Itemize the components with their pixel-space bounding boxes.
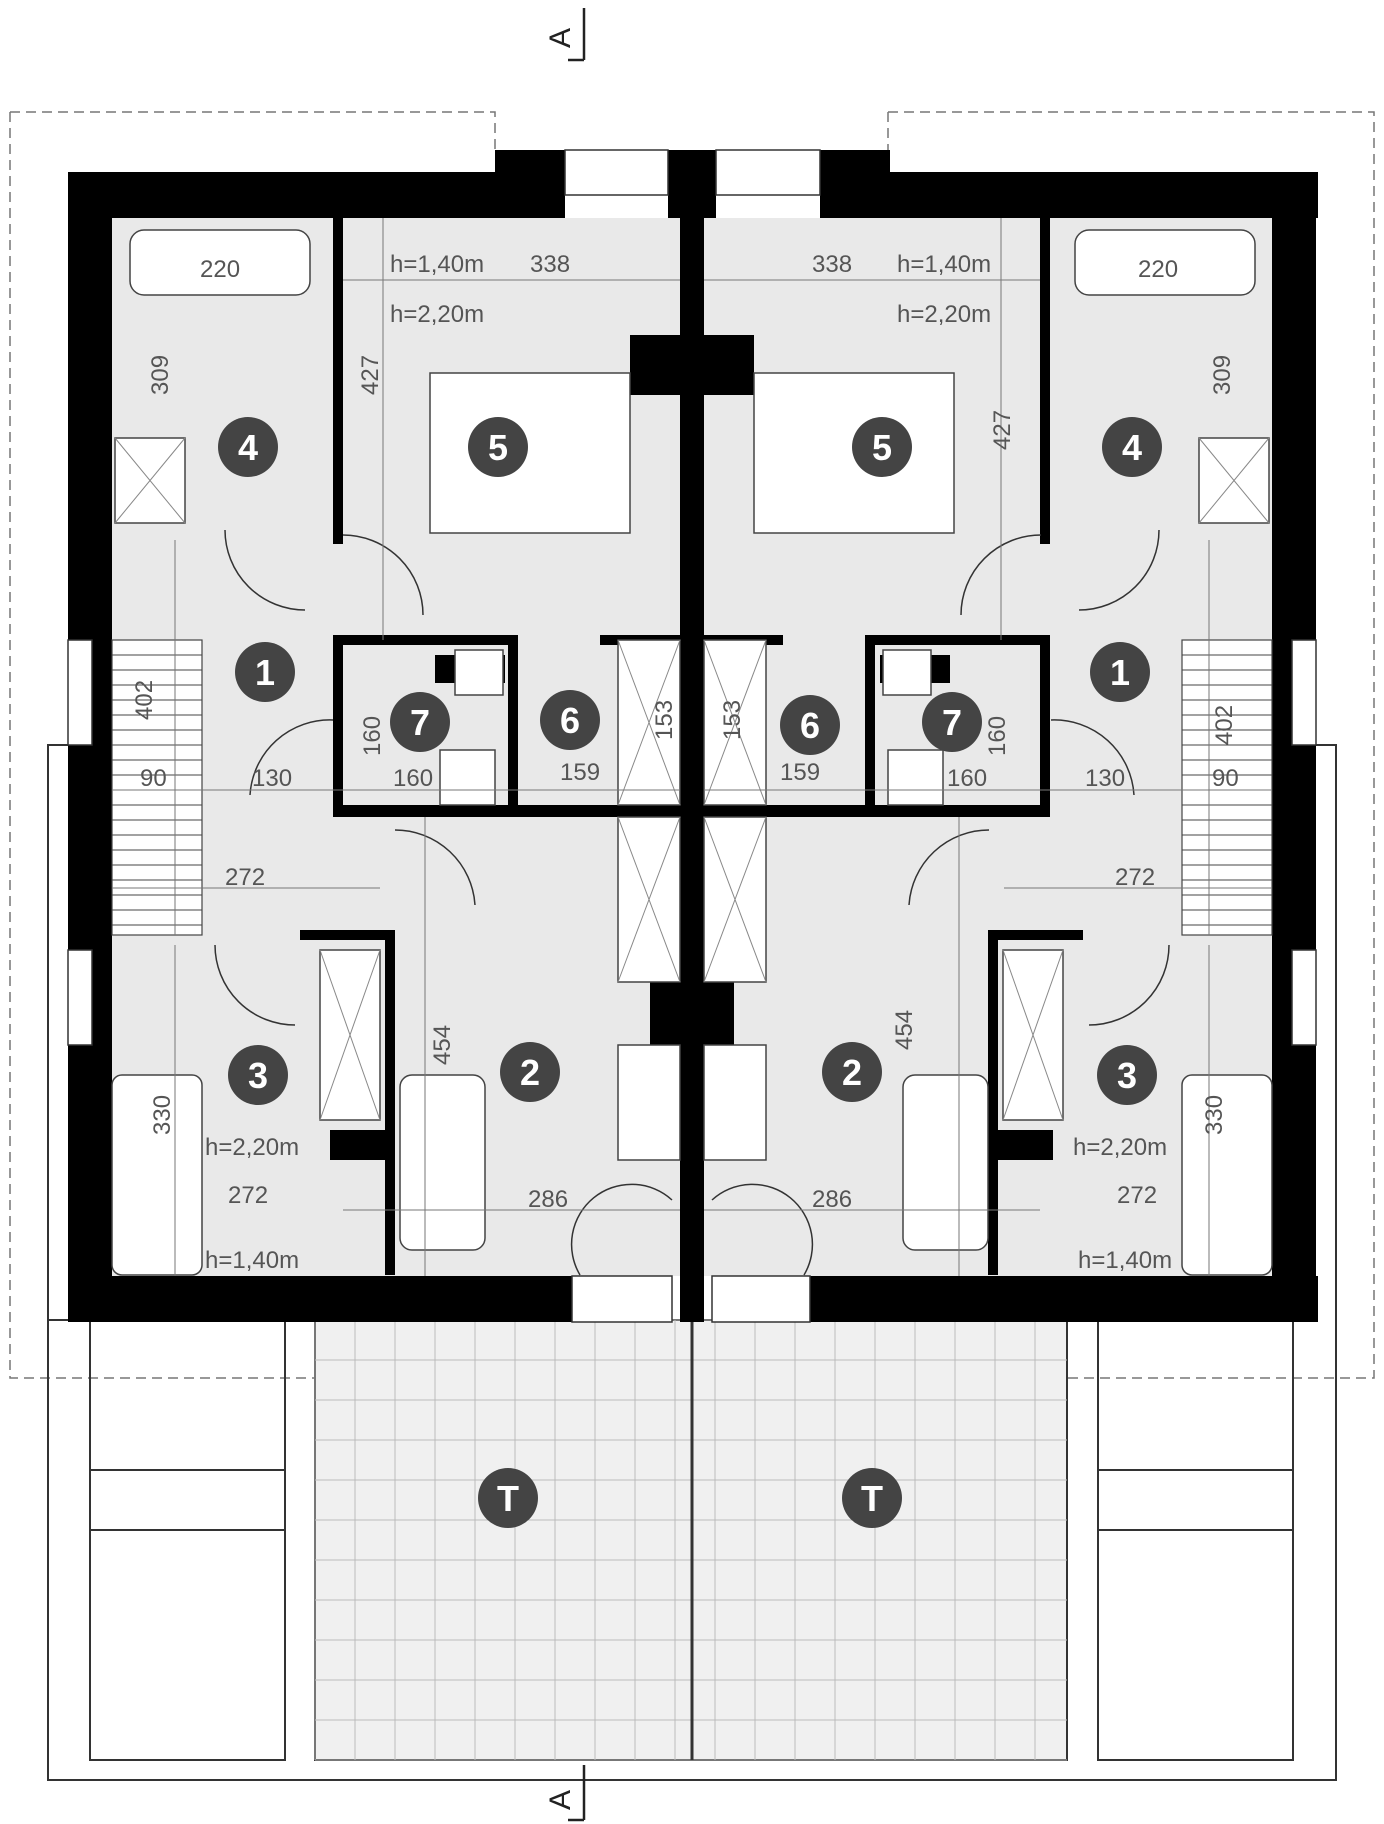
svg-text:5: 5	[488, 427, 508, 468]
dim-160-left: 160	[359, 716, 386, 756]
stairs	[111, 639, 1273, 936]
room-label-5-right: 5	[852, 417, 912, 477]
section-label-bottom: A	[544, 1790, 577, 1810]
room-label-1-left: 1	[235, 642, 295, 702]
dim-h140-left: h=1,40m	[390, 251, 484, 278]
section-marker-top: A	[544, 8, 586, 62]
room-label-2-left: 2	[500, 1042, 560, 1102]
terrace	[314, 1319, 1068, 1761]
room-label-6-left: 6	[540, 690, 600, 750]
dim-330-left: 330	[149, 1095, 176, 1135]
svg-text:3: 3	[1117, 1055, 1137, 1096]
dim-bed-width-left: 338	[530, 251, 570, 278]
section-marker-bottom: A	[544, 1765, 586, 1822]
room-label-3-right: 3	[1097, 1045, 1157, 1105]
svg-text:6: 6	[560, 700, 580, 741]
dim-286-right: 286	[812, 1186, 852, 1213]
dim-bath-right: 220	[1138, 256, 1178, 283]
room-label-5-left: 5	[468, 417, 528, 477]
dim-159-right: 159	[780, 759, 820, 786]
dim-153-right: 153	[719, 700, 746, 740]
room-label-4-left: 4	[218, 417, 278, 477]
dim-h220-room3-right: h=2,20m	[1073, 1134, 1167, 1161]
dim-bed-width-right: 338	[812, 251, 852, 278]
svg-text:6: 6	[800, 705, 820, 746]
room-labels: 1 1 2 2 3 3 4 4 5 5 6 6 7 7T T	[218, 417, 1162, 1528]
dim-427-left: 427	[357, 355, 384, 395]
dim-272-room3-left: 272	[228, 1182, 268, 1209]
dim-309-left: 309	[147, 355, 174, 395]
svg-text:4: 4	[1122, 427, 1142, 468]
svg-text:5: 5	[872, 427, 892, 468]
dim-wc-left: 160	[393, 765, 433, 792]
walls	[68, 150, 1318, 1322]
dim-h220-left: h=2,20m	[390, 301, 484, 328]
dim-286-left: 286	[528, 1186, 568, 1213]
dim-272-hall-right: 272	[1115, 864, 1155, 891]
svg-text:T: T	[497, 1478, 519, 1519]
svg-text:1: 1	[255, 652, 275, 693]
room-label-4-right: 4	[1102, 417, 1162, 477]
dim-160-right: 160	[984, 716, 1011, 756]
svg-text:2: 2	[520, 1052, 540, 1093]
dim-h220-room3-left: h=2,20m	[205, 1134, 299, 1161]
dim-159-left: 159	[560, 759, 600, 786]
dim-wc-right: 160	[947, 765, 987, 792]
room-label-T-left: T	[478, 1468, 538, 1528]
svg-text:7: 7	[410, 702, 430, 743]
dim-427-right: 427	[989, 410, 1016, 450]
dim-330-right: 330	[1201, 1095, 1228, 1135]
svg-text:4: 4	[238, 427, 258, 468]
dim-90-right: 90	[1212, 765, 1239, 792]
door-swings	[214, 529, 1170, 1276]
section-label-top: A	[544, 28, 577, 48]
dim-130-right: 130	[1085, 765, 1125, 792]
windows	[67, 149, 1317, 1323]
dimension-lines	[112, 218, 1272, 1276]
room-label-3-left: 3	[228, 1045, 288, 1105]
dim-272-hall-left: 272	[225, 864, 265, 891]
dim-454-right: 454	[891, 1010, 918, 1050]
balcony-outline	[47, 744, 1337, 1781]
dim-272-room3-right: 272	[1117, 1182, 1157, 1209]
dim-454-left: 454	[429, 1025, 456, 1065]
room-label-6-right: 6	[780, 695, 840, 755]
dim-h220-right: h=2,20m	[897, 301, 991, 328]
dim-153-left: 153	[651, 700, 678, 740]
dim-130-left: 130	[252, 765, 292, 792]
dim-402-left: 402	[131, 680, 158, 720]
room-label-1-right: 1	[1090, 642, 1150, 702]
dim-h140-room3-right: h=1,40m	[1078, 1247, 1172, 1274]
dim-h140-room3-left: h=1,40m	[205, 1247, 299, 1274]
svg-text:1: 1	[1110, 652, 1130, 693]
room-label-T-right: T	[842, 1468, 902, 1528]
dim-309-right: 309	[1209, 355, 1236, 395]
room-label-7-right: 7	[922, 692, 982, 752]
room-label-2-right: 2	[822, 1042, 882, 1102]
dim-90-left: 90	[140, 765, 167, 792]
dim-h140-right: h=1,40m	[897, 251, 991, 278]
svg-text:7: 7	[942, 702, 962, 743]
dim-bath-left: 220	[200, 256, 240, 283]
dim-402-right: 402	[1211, 705, 1238, 745]
svg-text:T: T	[861, 1478, 883, 1519]
room-label-7-left: 7	[390, 692, 450, 752]
svg-text:3: 3	[248, 1055, 268, 1096]
svg-text:2: 2	[842, 1052, 862, 1093]
